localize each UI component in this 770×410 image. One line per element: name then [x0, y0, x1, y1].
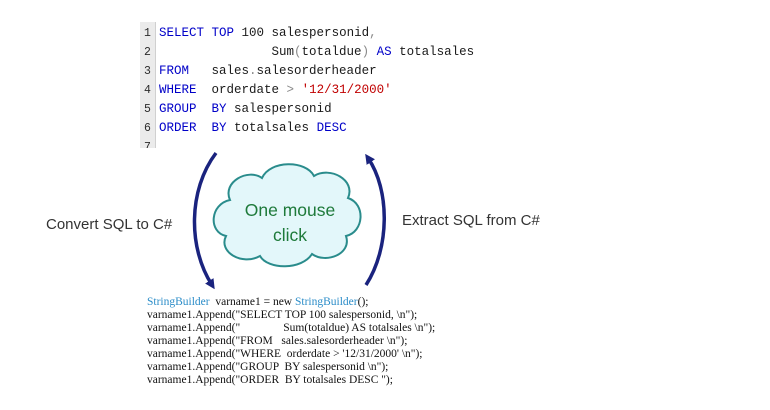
sql-token: BY	[211, 121, 227, 135]
sql-token: Sum	[159, 45, 295, 59]
sql-token: DESC	[316, 121, 347, 135]
sql-code: GROUP BY salespersonid	[155, 102, 332, 116]
sql-token: totalsales	[226, 121, 317, 135]
sql-token: TOP	[211, 26, 235, 40]
sql-token: totalsales	[391, 45, 475, 59]
sql-token: ORDER	[159, 121, 197, 135]
cloud-shape-icon	[212, 163, 362, 268]
csharp-append-line: varname1.Append(" Sum(totaldue) AS total…	[147, 322, 436, 334]
sql-token: BY	[211, 102, 227, 116]
sql-token: salesorderheader	[256, 64, 377, 78]
csharp-append-line: varname1.Append("FROM sales.salesorderhe…	[147, 335, 408, 347]
sql-line: 2 Sum(totaldue) AS totalsales	[140, 43, 474, 62]
extract-sql-label: Extract SQL from C#	[402, 212, 540, 229]
sql-token: orderdate	[196, 83, 287, 97]
csharp-append-line: varname1.Append("WHERE orderdate > '12/3…	[147, 348, 423, 360]
sql-code: WHERE orderdate > '12/31/2000'	[155, 83, 392, 97]
curved-arrow-up-icon	[364, 153, 386, 286]
sql-token: GROUP	[159, 102, 197, 116]
curved-arrow-down-icon	[192, 151, 218, 290]
sql-token: sales	[189, 64, 250, 78]
sql-code: ORDER BY totalsales DESC	[155, 121, 347, 135]
sql-token: (	[294, 45, 302, 59]
line-number: 7	[144, 141, 151, 148]
csharp-text: ();	[357, 296, 369, 308]
csharp-append-line: varname1.Append("GROUP BY salespersonid …	[147, 361, 389, 373]
sql-token: ,	[369, 26, 377, 40]
cloud-line-1: One mouse	[244, 200, 336, 220]
sql-line: 7	[140, 138, 159, 148]
sql-code: Sum(totaldue) AS totalsales	[155, 45, 475, 59]
sql-token: totaldue	[301, 45, 362, 59]
csharp-append-line: varname1.Append("SELECT TOP 100 salesper…	[147, 309, 418, 321]
sql-line: 3 FROM sales.salesorderheader	[140, 62, 377, 81]
csharp-text: varname1 = new	[209, 296, 295, 308]
sql-token: 100 salespersonid	[234, 26, 370, 40]
sql-token: '12/31/2000'	[301, 83, 392, 97]
line-number: 5	[144, 103, 151, 116]
sql-token: SELECT	[159, 26, 205, 40]
sql-line: 5 GROUP BY salespersonid	[140, 100, 332, 119]
line-number: 6	[144, 122, 151, 135]
line-number: 1	[144, 27, 151, 40]
sql-code: SELECT TOP 100 salespersonid,	[155, 26, 377, 40]
sql-token: FROM	[159, 64, 190, 78]
sql-token: WHERE	[159, 83, 197, 97]
sql-token: )	[361, 45, 370, 59]
sql-token: .	[249, 64, 257, 78]
sql-code: FROM sales.salesorderheader	[155, 64, 377, 78]
sql-token: salespersonid	[226, 102, 332, 116]
line-number: 4	[144, 84, 151, 97]
csharp-declaration-line: StringBuilder varname1 = new StringBuild…	[147, 296, 368, 309]
csharp-append-line: varname1.Append("ORDER BY totalsales DES…	[147, 374, 393, 386]
sql-token: >	[286, 83, 295, 97]
sql-line: 6 ORDER BY totalsales DESC	[140, 119, 347, 138]
csharp-type: StringBuilder	[147, 296, 210, 308]
convert-sql-label: Convert SQL to C#	[46, 216, 173, 233]
line-number: 2	[144, 46, 151, 59]
cloud-text: One mouse click	[230, 198, 350, 248]
sql-token: AS	[376, 45, 392, 59]
cloud-line-2: click	[272, 225, 308, 245]
sql-line: 1 SELECT TOP 100 salespersonid,	[140, 24, 377, 43]
line-number-gutter	[140, 22, 156, 148]
line-number: 3	[144, 65, 151, 78]
csharp-type: StringBuilder	[294, 296, 358, 308]
sql-line: 4 WHERE orderdate > '12/31/2000'	[140, 81, 392, 100]
